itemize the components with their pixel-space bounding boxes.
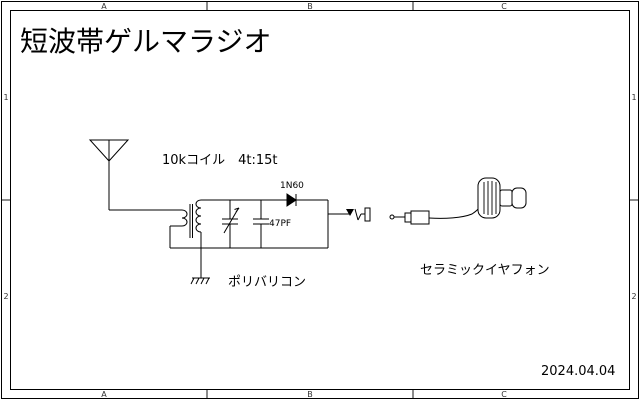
frame-column-label: C [501, 390, 507, 399]
earphone-cable [428, 205, 481, 219]
diode-label: 1N60 [280, 181, 304, 191]
frame-column-label: B [307, 2, 313, 11]
frame-row-label: 2 [3, 292, 8, 301]
diode-icon [286, 193, 297, 207]
frame-row-label: 1 [631, 93, 636, 102]
varicon-label: ポリバリコン [228, 275, 306, 290]
ceramic-earphone-icon [477, 177, 527, 219]
frame-column-label: B [307, 390, 313, 399]
page-title: 短波帯ゲルマラジオ [20, 25, 271, 58]
frame-row-label: 2 [631, 292, 636, 301]
frame-row-label: 1 [3, 93, 8, 102]
earphone-label: セラミックイヤフォン [420, 263, 550, 278]
plug-icon [389, 210, 430, 225]
capacitor-icon [253, 200, 269, 248]
frame-column-label: A [101, 2, 107, 11]
earphone-jack-icon [328, 207, 371, 222]
variable-capacitor-icon [222, 200, 240, 248]
frame-column-label: A [101, 390, 107, 399]
capacitor-label: 47PF [269, 219, 291, 229]
ground-icon [190, 248, 210, 285]
frame-column-label: C [501, 2, 507, 11]
antenna-icon [88, 139, 182, 211]
coil-icon [169, 199, 328, 249]
date-label: 2024.04.04 [541, 364, 615, 379]
coil-label: 10kコイル 4t:15t [162, 153, 277, 168]
